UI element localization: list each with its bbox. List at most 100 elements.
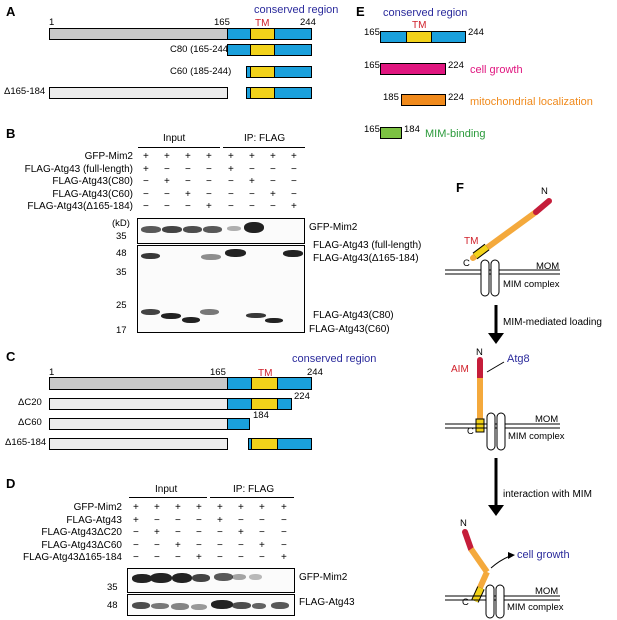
growth-arrow-head <box>508 552 515 559</box>
blot-band <box>227 226 241 231</box>
condition-sign: − <box>249 188 255 200</box>
residue-165: 165 <box>214 17 230 28</box>
condition-sign: + <box>238 502 244 513</box>
e-f1-start: 165 <box>364 27 380 38</box>
condition-sign: + <box>228 151 234 162</box>
mito-localization-label: mitochondrial localization <box>470 96 593 108</box>
aim-label: AIM <box>451 364 469 375</box>
arrow-1-head <box>488 333 504 344</box>
state-1-protein <box>470 198 552 261</box>
input-underline <box>138 147 220 148</box>
condition-sign: − <box>228 188 234 200</box>
mw-35-d: 35 <box>107 582 118 593</box>
blot-d-top <box>127 568 295 593</box>
condition-sign: − <box>291 176 297 187</box>
blot-band <box>183 226 202 233</box>
blot-band <box>214 573 233 581</box>
mw-35: 35 <box>116 267 127 278</box>
f3-mim-label: MIM complex <box>507 602 564 613</box>
input-underline-d <box>129 497 207 498</box>
f1-n-label: N <box>541 186 548 197</box>
tm-domain-c <box>251 377 278 390</box>
mw-25: 25 <box>116 300 127 311</box>
blot-band <box>162 226 182 233</box>
condition-sign: + <box>154 502 160 513</box>
condition-sign: − <box>228 201 234 212</box>
del-label: Δ165-184 <box>4 86 46 97</box>
condition-sign: + <box>206 151 212 162</box>
mim-binding-fragment <box>380 127 402 139</box>
condition-sign: − <box>217 552 223 563</box>
condition-sign: − <box>196 514 202 526</box>
condition-sign: + <box>281 552 287 563</box>
condition-sign: − <box>206 176 212 187</box>
input-header-d: Input <box>155 484 178 495</box>
state-2-membrane <box>445 412 560 451</box>
condition-sign: − <box>259 514 265 526</box>
blot-band <box>265 318 283 323</box>
condition-sign: − <box>291 163 297 175</box>
mw-48: 48 <box>116 248 127 259</box>
condition-sign: − <box>185 176 191 187</box>
condition-sign: + <box>164 151 170 162</box>
condition-sign: − <box>270 176 276 187</box>
condition-sign: − <box>238 539 244 551</box>
f2-mom-label: MOM <box>535 414 559 425</box>
band-label-c60: FLAG-Atg43(C60) <box>309 324 390 335</box>
blot-band <box>182 317 200 323</box>
panel-b-label: B <box>6 126 16 141</box>
e-f4-start: 165 <box>364 124 380 135</box>
mito-localization-fragment <box>401 94 446 106</box>
growth-arrow <box>490 555 511 569</box>
blot-band <box>252 603 266 609</box>
condition-sign: + <box>175 502 181 513</box>
f3-n-label: N <box>460 518 467 529</box>
mw-48-d: 48 <box>107 600 118 611</box>
e-f4-end: 184 <box>404 124 420 135</box>
blot-band <box>132 602 150 609</box>
condition-sign: − <box>196 539 202 551</box>
del-tm-c <box>251 438 278 450</box>
residue-1-c: 1 <box>49 367 55 378</box>
condition-sign: − <box>185 201 191 212</box>
condition-sign: − <box>238 552 244 563</box>
ip-underline <box>223 147 305 148</box>
blot-band <box>232 602 251 609</box>
condition-row-label: GFP-Mim2 <box>73 502 122 513</box>
e-f3-end: 224 <box>448 92 464 103</box>
state-2-protein <box>475 357 485 433</box>
panel-c-label: C <box>6 349 16 364</box>
condition-sign: + <box>196 502 202 513</box>
condition-sign: + <box>175 539 181 551</box>
cell-growth-fragment <box>380 63 446 75</box>
c60-tm <box>250 66 275 78</box>
blot-band <box>141 253 160 259</box>
condition-sign: + <box>291 151 297 162</box>
condition-sign: − <box>133 539 139 551</box>
blot-band <box>283 250 303 257</box>
ip-underline-d <box>210 497 294 498</box>
condition-sign: − <box>217 539 223 551</box>
blot-band <box>203 226 222 233</box>
band-label-del: FLAG-Atg43(Δ165-184) <box>313 253 419 264</box>
mw-35-top: 35 <box>116 231 127 242</box>
condition-row-label: FLAG-Atg43 <box>66 514 122 526</box>
condition-sign: − <box>281 539 287 551</box>
band-label-gfp-mim2-d: GFP-Mim2 <box>299 572 348 583</box>
condition-sign: − <box>143 201 149 212</box>
condition-sign: + <box>259 539 265 551</box>
condition-sign: + <box>217 514 223 526</box>
condition-sign: − <box>249 201 255 212</box>
condition-row-label: FLAG-Atg43Δ165-184 <box>23 552 122 563</box>
condition-sign: − <box>175 527 181 538</box>
ip-flag-header-d: IP: FLAG <box>233 484 275 495</box>
condition-sign: + <box>291 201 297 212</box>
condition-sign: − <box>228 176 234 187</box>
blot-band <box>246 313 266 318</box>
condition-sign: − <box>206 188 212 200</box>
e-full-tm <box>406 31 432 43</box>
e-f2-start: 165 <box>364 60 380 71</box>
tm-domain <box>250 28 275 40</box>
blot-band <box>271 602 289 609</box>
